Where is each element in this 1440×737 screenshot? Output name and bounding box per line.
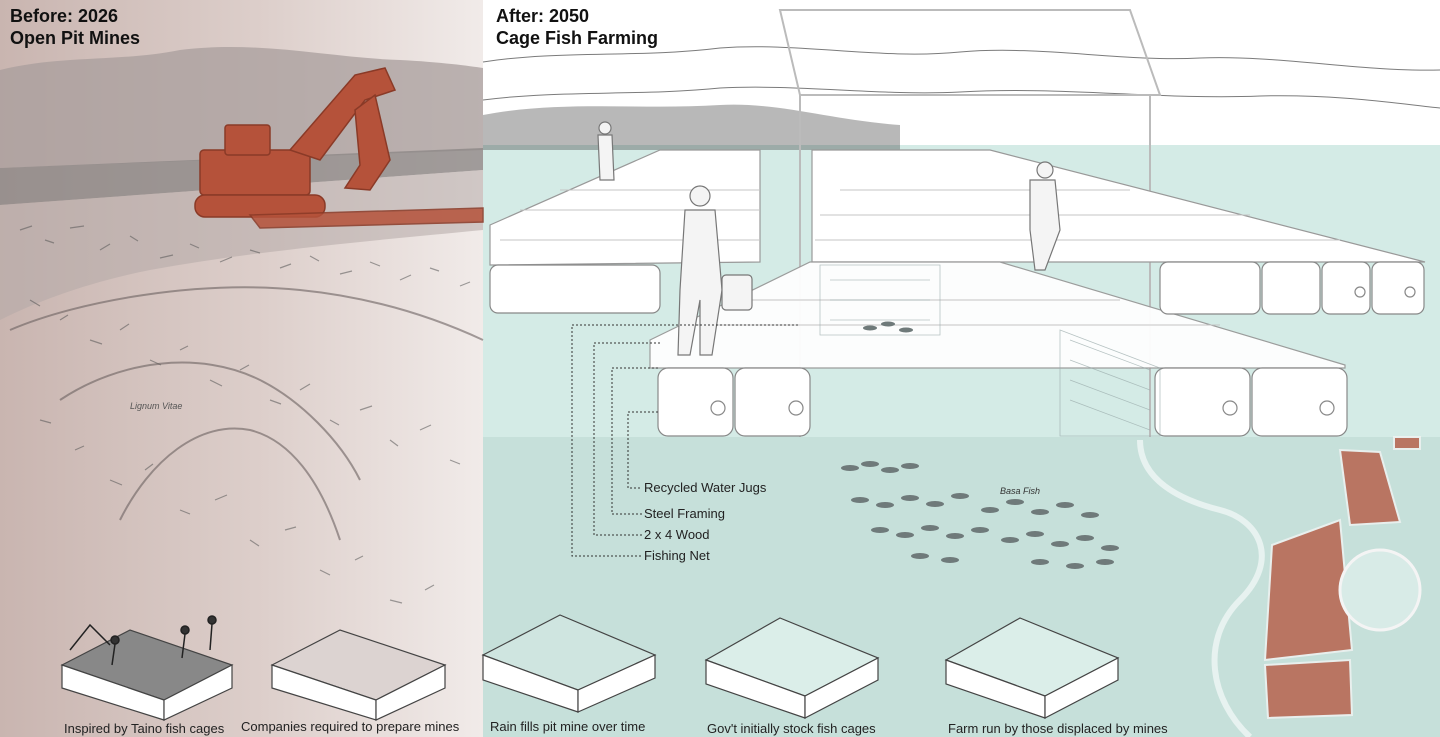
after-title: After: 2050 Cage Fish Farming [496, 5, 658, 49]
after-hills [482, 46, 1440, 109]
before-heading: Open Pit Mines [10, 28, 141, 48]
jug-caps [710, 286, 1416, 416]
excavator-icon [194, 67, 484, 229]
rock-texture [19, 225, 471, 604]
after-year: After: 2050 [496, 6, 590, 26]
timeline-label-stock: Gov't initially stock fish cages [707, 721, 876, 736]
before-year: Before: 2026 [10, 6, 119, 26]
fish-school-icon [841, 321, 1119, 569]
legend-steel-framing: Steel Framing [644, 506, 725, 521]
legend-water-jugs: Recycled Water Jugs [644, 480, 767, 495]
mine-rim-curves [9, 286, 484, 541]
fish-cage-net [819, 264, 1161, 437]
before-title: Before: 2026 Open Pit Mines [10, 5, 140, 49]
after-heading: Cage Fish Farming [496, 28, 659, 48]
fisherman-icon [69, 615, 217, 666]
map-parcels [1263, 436, 1421, 720]
map-pond [1338, 548, 1422, 632]
after-treeline [483, 104, 900, 150]
site-map [1137, 439, 1265, 737]
timeline-label-farm: Farm run by those displaced by mines [948, 721, 1168, 736]
worker-figures [597, 121, 1061, 356]
materials-leader-lines [571, 324, 798, 557]
timeline-label-companies: Companies required to prepare mines [241, 719, 460, 734]
tree-label: Lignum Vitae [130, 401, 183, 411]
timeline-blocks [60, 614, 1120, 721]
legend-fishing-net: Fishing Net [644, 548, 710, 563]
dock-platforms [489, 149, 1426, 369]
fish-label: Basa Fish [1000, 486, 1041, 496]
timeline-label-taino: Inspired by Taino fish cages [64, 721, 225, 736]
mine-slope [0, 170, 483, 320]
legend-wood: 2 x 4 Wood [644, 527, 710, 542]
water-jug-icon [489, 261, 1425, 437]
timeline-label-rain: Rain fills pit mine over time [490, 719, 646, 734]
